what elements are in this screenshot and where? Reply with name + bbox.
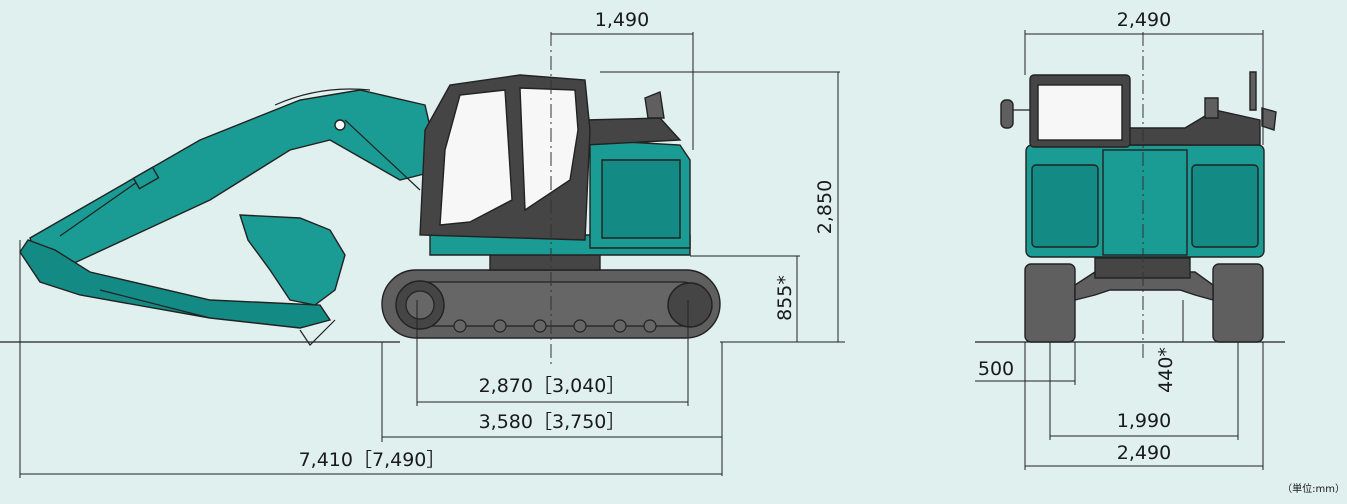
cab-side-window [519,87,579,212]
roller [613,319,627,333]
front-dimensions: 2,490 500 440* 1,990 2,490 [975,9,1264,470]
dim-upper-clearance: 855* [774,275,796,321]
exhaust [644,91,665,119]
dim-overall-height: 2,850 [814,180,836,234]
engine-cover-panel [601,159,681,239]
roller [643,319,657,333]
bucket-link [299,319,336,346]
dim-crawler-length: 3,580［3,750］ [479,411,626,433]
roller [533,319,547,333]
right-side-panel [1191,164,1259,248]
roller [493,319,507,333]
antenna [1249,71,1257,111]
center-panel [1102,149,1188,256]
hose [274,88,371,106]
unit-note: （単位:mm） [1282,482,1345,495]
dim-tail-width: 1,490 [595,9,649,31]
idler [667,282,713,328]
roller [453,319,467,333]
cab-front-window [439,89,513,226]
dim-overall-length: 7,410［7,490］ [299,449,446,471]
right-track [1212,263,1264,343]
cylinder-head [132,166,160,190]
dim-overall-width: 2,490 [1117,442,1171,464]
bucket [239,214,346,306]
roller [573,319,587,333]
side-dimensions: 1,490 2,850 855* 2,870［3,040］ 3,580［3,75… [19,9,845,478]
mirror-right [1261,107,1277,131]
front-view: 2,490 500 440* 1,990 2,490 [975,9,1285,470]
left-track [1024,263,1076,343]
dim-top-width: 2,490 [1117,9,1171,31]
upper-structure [419,74,691,271]
arm-cylinder [59,179,141,237]
front-attachment [19,88,441,346]
boom [29,89,441,269]
dim-track-gauge: 1,990 [1117,410,1171,432]
side-view: 1,490 2,850 855* 2,870［3,040］ 3,580［3,75… [0,9,845,478]
bucket-cylinder [99,289,211,319]
cab-window [1037,84,1123,141]
dim-min-ground-clearance: 440* [1155,347,1177,393]
dim-shoe-width: 500 [978,358,1014,380]
counterweight-top [584,117,682,146]
dim-tumbler-distance: 2,870［3,040］ [479,375,626,397]
sprocket-hub [405,290,435,320]
boom-pin [334,119,346,131]
exhaust [1204,97,1219,119]
arm [19,239,332,329]
mirror-left [1000,99,1014,129]
left-side-panel [1031,164,1099,248]
boom-cylinder [344,119,421,191]
